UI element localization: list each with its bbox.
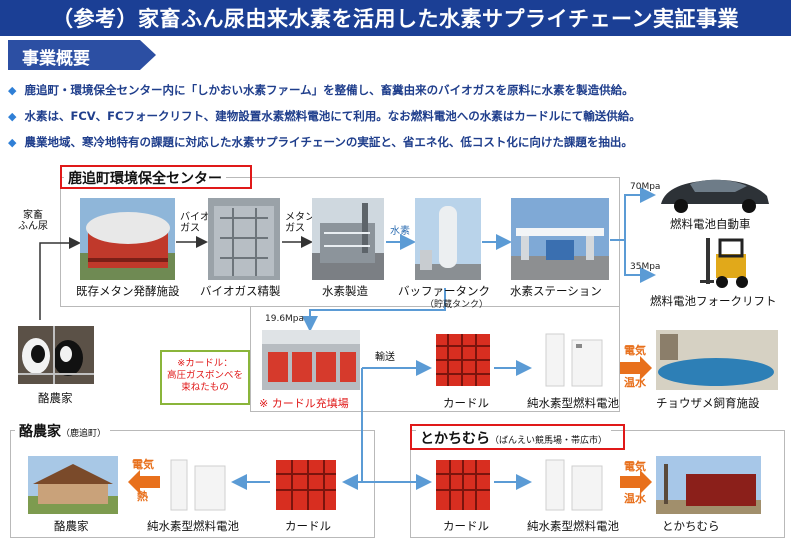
biogas-refining-caption: バイオガス精製 [200, 284, 281, 298]
curdle-filling-caption: ※ カードル充填場 [259, 397, 349, 410]
diamond-icon: ◆ [8, 110, 17, 123]
electricity-label-middle: 電気 [624, 344, 646, 357]
diamond-icon: ◆ [8, 136, 17, 149]
warm-water-label-tokachi: 温水 [624, 492, 646, 505]
energy-arrow-3 [128, 470, 160, 494]
bullet-text: 水素は、FCV、FCフォークリフト、建物設置水素燃料電池にて利用。なお燃料電池へ… [24, 109, 641, 123]
manure-arrow [39, 237, 81, 320]
curdle-photo-middle [432, 330, 494, 390]
fuel-cell-photo-tokachi [532, 456, 610, 514]
bullet-3: ◆ 農業地域、寒冷地特有の課題に対応した水素サプライチェーンの実証と、省エネ化、低… [8, 134, 633, 150]
curdle-caption-dairy: カードル [285, 519, 331, 533]
overview-label: 事業概要 [22, 49, 90, 69]
biogas-label: バイオ ガス [180, 212, 210, 234]
electricity-label-tokachi: 電気 [624, 460, 646, 473]
fcv-photo [655, 170, 773, 214]
tokachimura-photo [656, 456, 761, 514]
dairy-cows-photo [18, 326, 94, 384]
fuel-cell-photo-dairy [163, 456, 235, 514]
dairy-farm-photo [28, 456, 118, 514]
diamond-icon: ◆ [8, 84, 17, 97]
curdle-note: ※カードル： 高圧ガスボンベを 束ねたもの [160, 350, 250, 405]
dairy-region-label: 酪農家（鹿追町） [15, 421, 111, 441]
fuel-cell-caption-tokachi: 純水素型燃料電池 [527, 519, 619, 533]
tokachimura-sub: （ばんえい競馬場・帯広市） [490, 436, 608, 446]
energy-arrow-1 [620, 356, 652, 380]
hydrogen-station-photo [511, 198, 609, 280]
pressure-fcv: 70Mpa [630, 182, 661, 192]
fuel-cell-caption-dairy: 純水素型燃料電池 [147, 519, 239, 533]
fuel-cell-caption-middle: 純水素型燃料電池 [527, 396, 619, 410]
curdle-photo-tokachi [432, 456, 494, 514]
forklift-arrow [624, 240, 656, 283]
transport-label: 輸送 [375, 352, 395, 363]
hydrogen-production-caption: 水素製造 [322, 284, 368, 298]
dairy-bottom-caption: 酪農家 [54, 519, 89, 533]
fuel-cell-photo-middle [532, 330, 610, 390]
curdle-caption-middle: カードル [443, 396, 489, 410]
curdle-filling-photo [262, 330, 360, 390]
warm-water-label-middle: 温水 [624, 376, 646, 389]
overview-tag-shape [8, 40, 156, 70]
curdle-photo-dairy [272, 456, 340, 514]
buffer-tank-sub: （貯蔵タンク） [425, 300, 489, 310]
electricity-label-dairy: 電気 [132, 458, 154, 471]
hydrogen-label: 水素 [390, 226, 410, 237]
tokachimura-highlight [410, 424, 625, 450]
methane-plant-caption: 既存メタン発酵施設 [76, 284, 180, 298]
fcv-arrow [610, 187, 656, 241]
forklift-photo [700, 236, 758, 291]
bullet-text: 農業地域、寒冷地特有の課題に対応した水素サプライチェーンの実証と、省エネ化、低コ… [24, 135, 633, 149]
tokachimura-caption: とかちむら [662, 519, 720, 533]
dairy-region-sub: （鹿追町） [61, 429, 107, 439]
bullet-1: ◆ 鹿追町・環境保全センター内に「しかおい水素ファーム」を整備し、畜糞由来のバイオ… [8, 82, 634, 98]
biogas-refining-photo [208, 198, 280, 280]
hydrogen-station-caption: 水素ステーション [510, 284, 602, 298]
bullet-2: ◆ 水素は、FCV、FCフォークリフト、建物設置水素燃料電池にて利用。なお燃料電池… [8, 108, 641, 124]
buffer-tank-caption: バッファータンク [398, 284, 490, 298]
fcv-caption: 燃料電池自動車 [670, 217, 751, 231]
filling-arrow [302, 288, 446, 332]
methane-label: メタン ガス [285, 212, 315, 234]
bullet-text: 鹿追町・環境保全センター内に「しかおい水素ファーム」を整備し、畜糞由来のバイオガ… [24, 83, 634, 97]
pressure-forklift: 35Mpa [630, 262, 661, 272]
buffer-tank-photo [415, 198, 481, 280]
center-label: 鹿追町環境保全センター [64, 168, 226, 188]
tokachimura-name: とかちむら [420, 431, 490, 447]
sturgeon-caption: チョウザメ飼育施設 [656, 396, 760, 410]
energy-arrow-2 [620, 470, 652, 494]
heat-label-dairy: 熱 [137, 490, 148, 503]
dairy-region-name: 酪農家 [19, 424, 61, 440]
methane-plant-photo [80, 198, 175, 280]
manure-label: 家畜 ふん尿 [18, 210, 48, 232]
sturgeon-photo [656, 330, 778, 390]
curdle-caption-tokachi: カードル [443, 519, 489, 533]
tokachimura-label: とかちむら（ばんえい競馬場・帯広市） [416, 428, 612, 448]
overview-tag: 事業概要 [8, 40, 158, 70]
center-highlight [60, 165, 252, 189]
hydrogen-production-photo [312, 198, 384, 280]
page-title: （参考）家畜ふん尿由来水素を活用した水素サプライチェーン実証事業 [0, 0, 791, 36]
dairy-left-caption: 酪農家 [38, 391, 73, 405]
pressure-curdle: 19.6Mpa [265, 314, 305, 324]
forklift-caption: 燃料電池フォークリフト [650, 294, 777, 308]
